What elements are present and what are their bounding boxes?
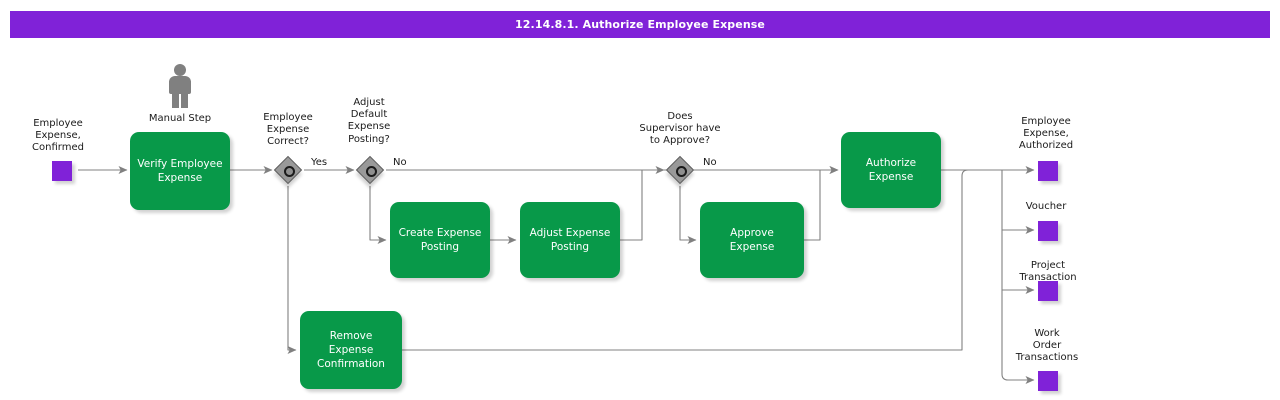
person-left-leg-icon (172, 92, 179, 108)
edge-gw3-to-approve (679, 186, 697, 244)
label-work-order-transactions: Work Order Transactions (1015, 328, 1079, 364)
task-remove-expense-confirmation[interactable]: Remove Expense Confirmation (300, 311, 402, 389)
page-title-bar: 12.14.8.1. Authorize Employee Expense (10, 11, 1270, 38)
task-authorize-expense[interactable]: Authorize Expense (841, 132, 941, 208)
label-project-transaction: Project Transaction (1019, 260, 1077, 284)
gateway-adjust-default-expense-posting[interactable] (355, 155, 386, 186)
task-verify-employee-expense[interactable]: Verify Employee Expense (130, 132, 230, 210)
branch-label-gw2-no: No (393, 157, 407, 168)
edge-remove-confirmation-to-output-bus (402, 169, 1002, 351)
branch-label-gw1-yes: Yes (311, 157, 328, 168)
gateway-does-supervisor-have-to-approve[interactable] (665, 155, 696, 186)
data-object-project-transaction[interactable] (1038, 281, 1058, 301)
person-head-icon (174, 64, 186, 76)
manual-step-person-icon (165, 64, 195, 108)
label-gw-does-supervisor-have-to-approve: Does Supervisor have to Approve? (639, 111, 721, 147)
branch-label-gw3-no: No (703, 157, 717, 168)
gateway-circle-icon (283, 165, 295, 177)
page-title: 12.14.8.1. Authorize Employee Expense (515, 18, 765, 31)
label-manual-step: Manual Step (148, 113, 212, 124)
edge-adjust-posting-to-gw3 (620, 166, 665, 241)
gateway-employee-expense-correct[interactable] (273, 155, 304, 186)
edge-bus-to-work-order-transactions (1001, 373, 1035, 384)
label-employee-expense-confirmed: Employee Expense, Confirmed (32, 118, 84, 154)
person-right-leg-icon (181, 92, 188, 108)
edge-gw2-to-create-posting (369, 186, 387, 244)
data-object-employee-expense-authorized[interactable] (1038, 161, 1058, 181)
task-create-expense-posting[interactable]: Create Expense Posting (390, 202, 490, 278)
label-gw-employee-expense-correct: Employee Expense Correct? (263, 112, 313, 148)
task-approve-expense[interactable]: Approve Expense (700, 202, 804, 278)
edge-gw1-to-remove-confirmation (287, 186, 297, 354)
gateway-circle-icon (365, 165, 377, 177)
label-gw-adjust-default-expense-posting: Adjust Default Expense Posting? (347, 97, 391, 145)
label-voucher: Voucher (1025, 201, 1067, 212)
task-adjust-expense-posting[interactable]: Adjust Expense Posting (520, 202, 620, 278)
gateway-circle-icon (675, 165, 687, 177)
data-object-voucher[interactable] (1038, 221, 1058, 241)
person-body-icon (169, 76, 191, 94)
label-employee-expense-authorized: Employee Expense, Authorized (1018, 116, 1074, 152)
edge-approve-to-authorize (804, 166, 839, 241)
data-object-work-order-transactions[interactable] (1038, 371, 1058, 391)
data-object-employee-expense-confirmed[interactable] (52, 161, 72, 181)
